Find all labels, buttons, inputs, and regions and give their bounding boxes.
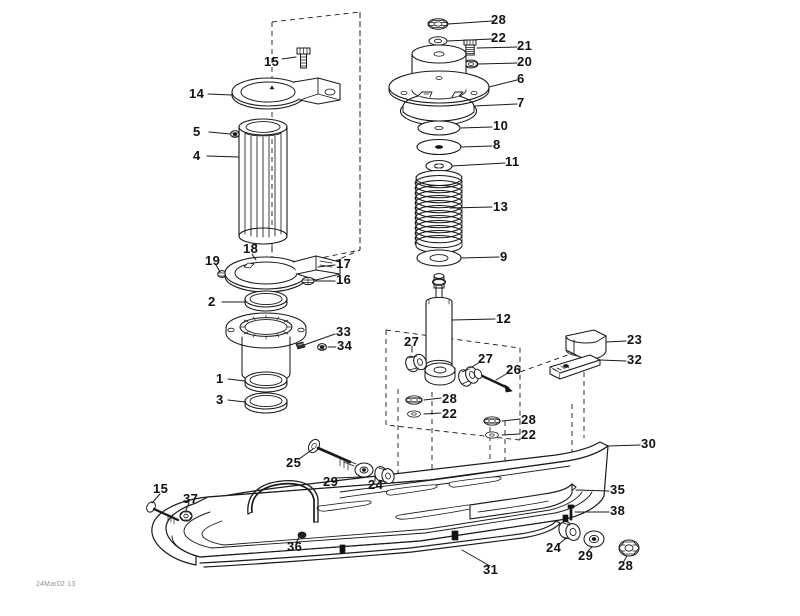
part-36-ski-handle xyxy=(247,480,319,539)
callout-21: 21 xyxy=(517,38,533,53)
part-32-wear-bar xyxy=(549,354,601,380)
callout-28-c: 28 xyxy=(521,412,537,427)
callout-22-c: 22 xyxy=(521,427,537,442)
callout-37: 37 xyxy=(183,491,199,506)
part-27-bushing-left xyxy=(405,353,427,373)
part-28-locknut-top xyxy=(427,18,449,30)
callout-13: 13 xyxy=(493,199,509,214)
callout-25: 25 xyxy=(286,455,302,470)
callout-26: 26 xyxy=(506,362,522,377)
callout-31: 31 xyxy=(483,562,499,577)
part-29-washer-a xyxy=(354,462,374,478)
callout-33: 33 xyxy=(336,324,352,339)
part-13-coil-spring xyxy=(414,169,463,254)
callout-20: 20 xyxy=(517,54,533,69)
part-22-washer-top xyxy=(428,36,448,46)
part-28-locknut-d xyxy=(618,539,640,557)
callout-29-a: 29 xyxy=(323,474,339,489)
callout-28-d: 28 xyxy=(618,558,634,573)
part-23-ski-boot-cover xyxy=(565,329,607,360)
spindle-housing xyxy=(225,312,307,383)
callout-8: 8 xyxy=(493,137,501,152)
callout-11: 11 xyxy=(505,154,520,169)
part-15-screw-b xyxy=(146,501,180,525)
callout-17: 17 xyxy=(336,256,352,271)
callout-3: 3 xyxy=(216,392,224,407)
callout-12: 12 xyxy=(496,311,512,326)
leader-lines xyxy=(151,20,641,567)
part-25-bolt xyxy=(307,438,357,471)
part-34-nut xyxy=(317,343,327,351)
callout-29-b: 29 xyxy=(578,548,594,563)
callout-9: 9 xyxy=(500,249,508,264)
callout-23: 23 xyxy=(627,332,643,347)
part-28-locknut-b xyxy=(405,395,423,405)
callout-4: 4 xyxy=(193,148,201,163)
part-15-screw-top xyxy=(296,47,311,69)
callout-19: 19 xyxy=(205,253,221,268)
part-24-bushing-b xyxy=(558,521,581,541)
part-22-washer-c xyxy=(485,431,499,439)
part-3-seal xyxy=(244,392,288,414)
callout-27-right: 27 xyxy=(478,351,494,366)
callout-36: 36 xyxy=(287,539,303,554)
callout-7: 7 xyxy=(517,95,525,110)
part-14-steering-arm-clamp xyxy=(231,77,341,110)
part-2-seal xyxy=(244,290,288,312)
callout-16: 16 xyxy=(336,272,352,287)
callout-6: 6 xyxy=(517,71,525,86)
part-9-lower-spring-seat xyxy=(416,249,462,267)
callout-14: 14 xyxy=(189,86,205,101)
part-37-nut xyxy=(179,510,193,522)
part-8-spring-seat xyxy=(416,138,462,156)
diagram-watermark: 24Mar02 13 xyxy=(36,581,76,588)
part-12-shock-absorber xyxy=(424,273,456,386)
part-11-washer xyxy=(425,159,453,173)
callout-30: 30 xyxy=(641,436,657,451)
callout-24-a: 24 xyxy=(368,477,384,492)
part-29-washer-b xyxy=(583,530,605,548)
callout-2: 2 xyxy=(208,294,216,309)
part-5-clamp-screw xyxy=(230,130,240,138)
part-27-bushing-right xyxy=(458,366,479,387)
callout-15-a: 15 xyxy=(264,54,280,69)
part-26-bolt xyxy=(473,368,513,393)
callout-10: 10 xyxy=(493,118,509,133)
callout-34: 34 xyxy=(337,338,353,353)
callout-1: 1 xyxy=(216,371,224,386)
callout-22-b: 22 xyxy=(442,406,458,421)
callout-15-b: 15 xyxy=(153,481,169,496)
callout-28-b: 28 xyxy=(442,391,458,406)
callout-5: 5 xyxy=(193,124,201,139)
part-10-washer xyxy=(417,120,461,136)
part-35-ski-saddle xyxy=(469,483,577,520)
part-38-rivet xyxy=(567,504,575,521)
part-22-washer-b xyxy=(407,410,421,418)
part-33-bolt xyxy=(295,341,306,350)
callout-35: 35 xyxy=(610,482,626,497)
part-16-nut xyxy=(301,276,315,286)
part-30-ski xyxy=(151,441,609,566)
callout-22-top: 22 xyxy=(491,30,507,45)
callout-27-left: 27 xyxy=(404,334,420,349)
callout-32: 32 xyxy=(627,352,643,367)
part-1-seal xyxy=(244,371,288,393)
callout-24-b: 24 xyxy=(546,540,562,555)
part-28-locknut-c xyxy=(483,416,501,426)
upper-strut-assembly xyxy=(388,18,490,173)
part-17-steering-arm xyxy=(224,255,341,293)
part-4-strut-boot xyxy=(238,118,288,245)
callout-28-top: 28 xyxy=(491,12,507,27)
callout-38: 38 xyxy=(610,503,626,518)
callout-18: 18 xyxy=(243,241,259,256)
